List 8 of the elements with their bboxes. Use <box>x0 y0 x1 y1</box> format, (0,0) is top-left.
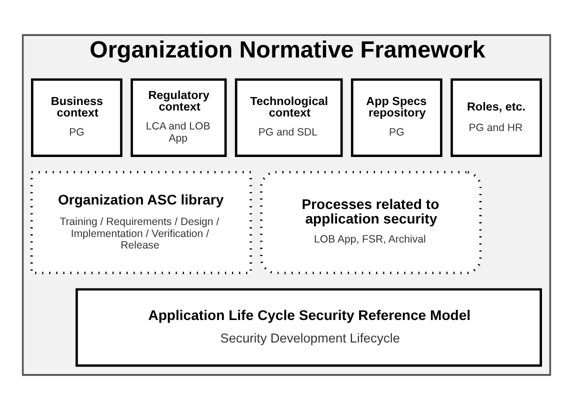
node-box: Organization ASC library Training / Requirements / Design / Implementation / Verification / Release <box>30 170 252 274</box>
node-box: Business context PG <box>31 78 122 156</box>
node-box: App Specs repository PG <box>350 78 442 156</box>
node-box: Technological context PG and SDL <box>234 78 343 156</box>
node-box: Processes related to application security LOB App, FSR, Archival <box>260 170 482 274</box>
node-box: Application Life Cycle Security Reference Model Security Development Lifecycle <box>76 288 542 366</box>
node-box: Regulatory context LCA and LOB App <box>130 78 227 156</box>
node-box: Roles, etc. PG and HR <box>450 78 542 156</box>
